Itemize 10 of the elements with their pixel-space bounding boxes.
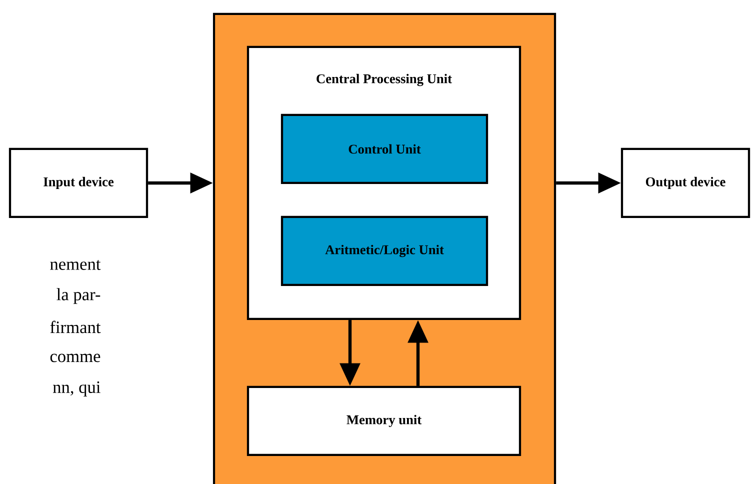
device-box: Output device [620,148,750,218]
unit-box: Control Unit [280,114,488,184]
text-fragment: comme [50,354,100,362]
text-fragment: firmant [50,320,101,334]
text-fragment: la par- [56,288,100,304]
unit-box: Aritmetic/Logic Unit [280,216,488,286]
text-fragment: nn, qui [52,381,100,397]
memory-box: Memory unit [246,386,522,456]
text-fragment: nement [50,260,101,270]
device-box: Input device [8,148,148,218]
